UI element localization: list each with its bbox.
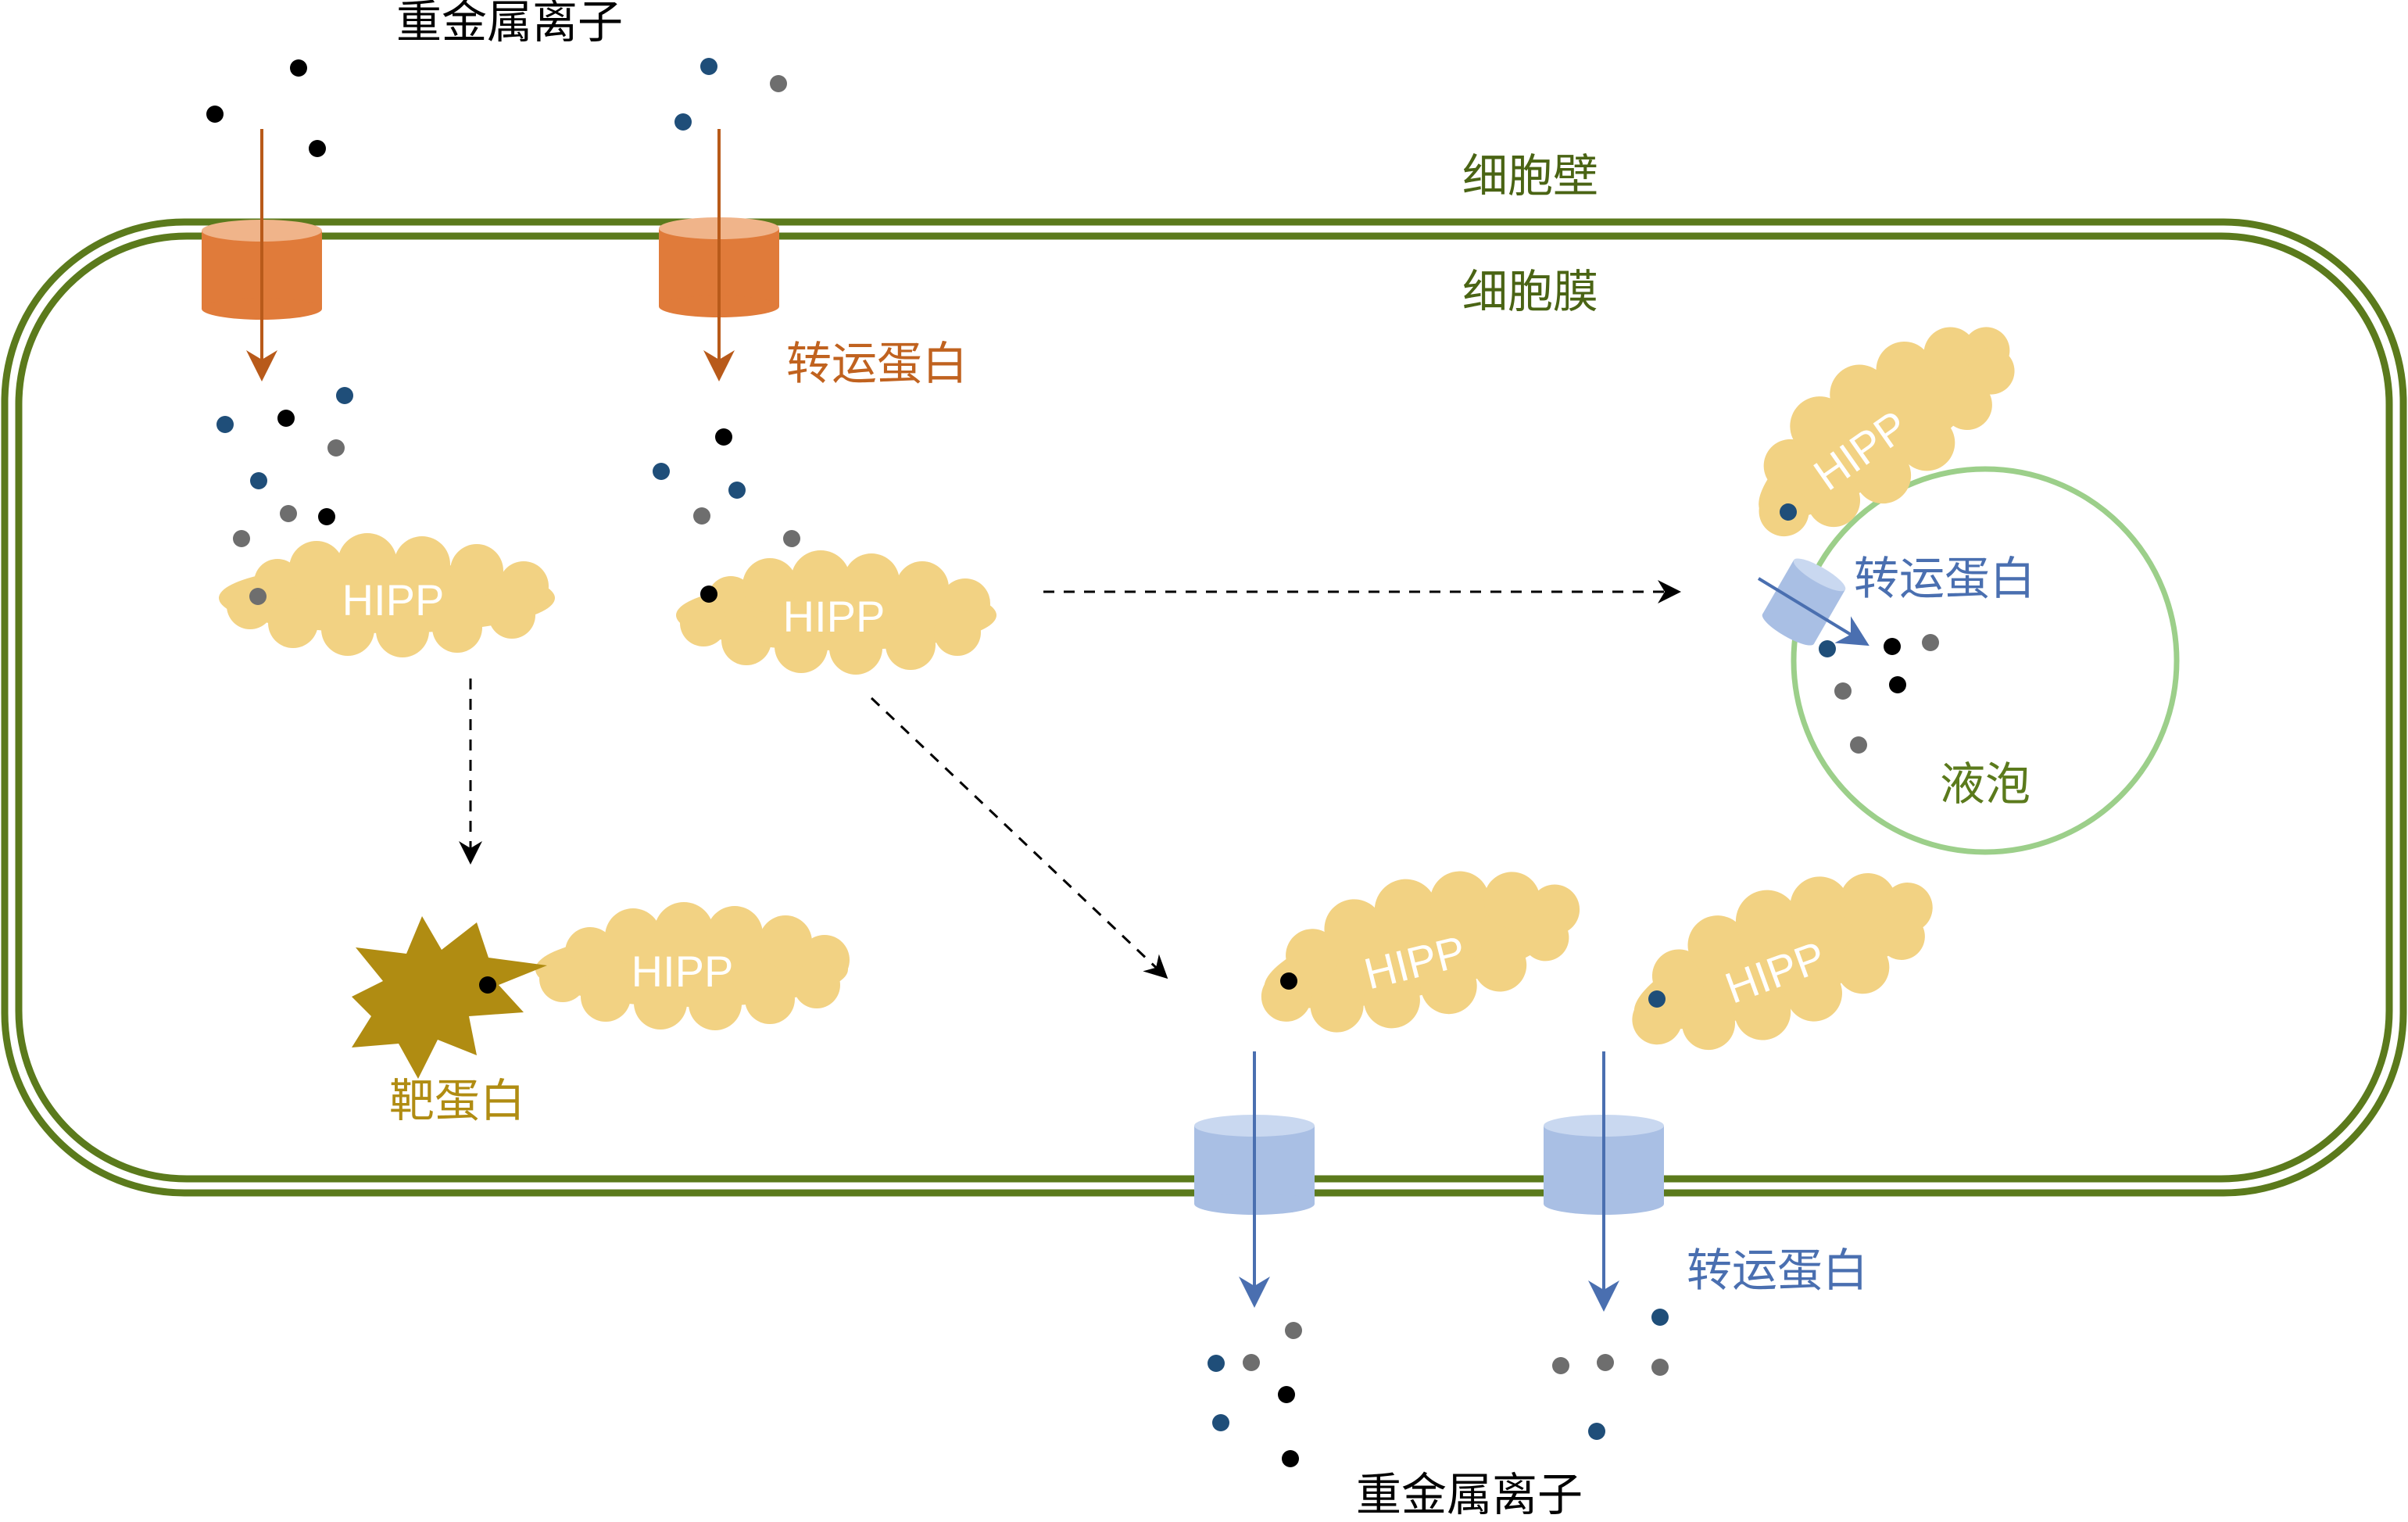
transporter-vacuole (1762, 558, 1846, 646)
label-cell-membrane: 细胞膜 (1462, 265, 1598, 318)
ions (206, 58, 1939, 1467)
label-target-protein: 靶蛋白 (389, 1074, 525, 1127)
label-transporter-blue: 转运蛋白 (1687, 1244, 1868, 1297)
label-cell-wall: 细胞壁 (1462, 149, 1598, 202)
label-transporter-orange: 转运蛋白 (786, 337, 968, 390)
hipp-label-a: HIPP (342, 575, 445, 625)
label-vacuole: 液泡 (1940, 757, 2031, 811)
hipp-e (1261, 871, 1580, 1033)
hipp-b (676, 550, 996, 675)
dashed-arrow-diagonal (870, 697, 1168, 979)
label-heavy-metal-bottom: 重金属离子 (1356, 1468, 1583, 1518)
target-protein (352, 916, 547, 1079)
hipp-d (1759, 327, 2015, 537)
hipp-label-c: HIPP (632, 947, 734, 996)
label-heavy-metal-top: 重金属离子 (396, 0, 623, 48)
hipp-f (1632, 872, 1933, 1051)
label-transporter-vacuole: 转运蛋白 (1854, 552, 2035, 605)
hipp-c (535, 902, 850, 1030)
vacuole (1791, 466, 2180, 855)
hipp-label-b: HIPP (783, 592, 886, 641)
hipp-a (219, 533, 555, 657)
vacuole-import-arrow (1757, 577, 1870, 646)
